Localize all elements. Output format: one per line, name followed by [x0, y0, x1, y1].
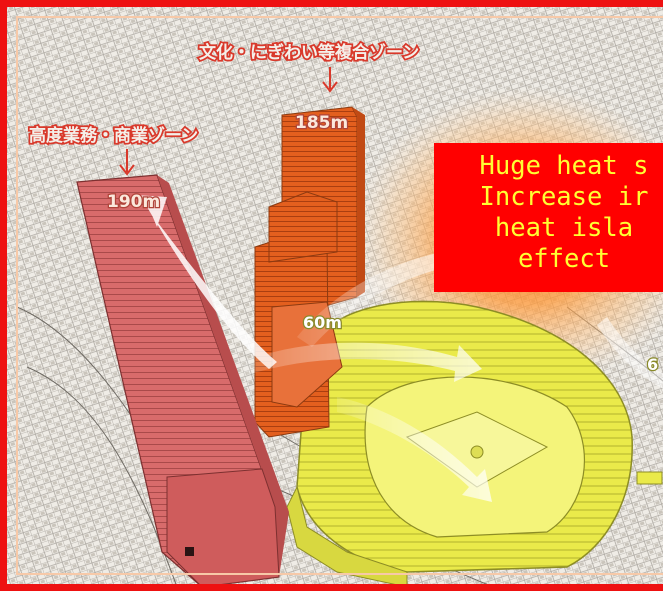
- callout-line-1: Huge heat s: [479, 151, 649, 181]
- height-label-190: 190m: [107, 192, 160, 212]
- callout-line-3: heat isla: [494, 213, 634, 243]
- callout-line-2: Increase ir: [479, 182, 649, 212]
- zone-label-culture: 文化・にぎわい等複合ゾーン: [199, 42, 419, 63]
- arrow-down-icon: [119, 149, 135, 176]
- height-label-partial: 6: [647, 355, 658, 374]
- height-label-185: 185m: [295, 113, 348, 133]
- arrow-down-icon: [322, 67, 338, 93]
- callout-line-4: effect: [517, 244, 611, 274]
- heat-island-callout: Huge heat s Increase ir heat isla effect: [434, 143, 663, 292]
- zone-label-business: 高度業務・商業ゾーン: [29, 125, 198, 146]
- urban-heat-scene: 文化・にぎわい等複合ゾーン 高度業務・商業ゾーン 185m 190m 60m 6: [7, 7, 663, 584]
- stadium: [286, 300, 663, 584]
- height-label-60: 60m: [303, 313, 342, 332]
- tower-190m: [76, 174, 289, 584]
